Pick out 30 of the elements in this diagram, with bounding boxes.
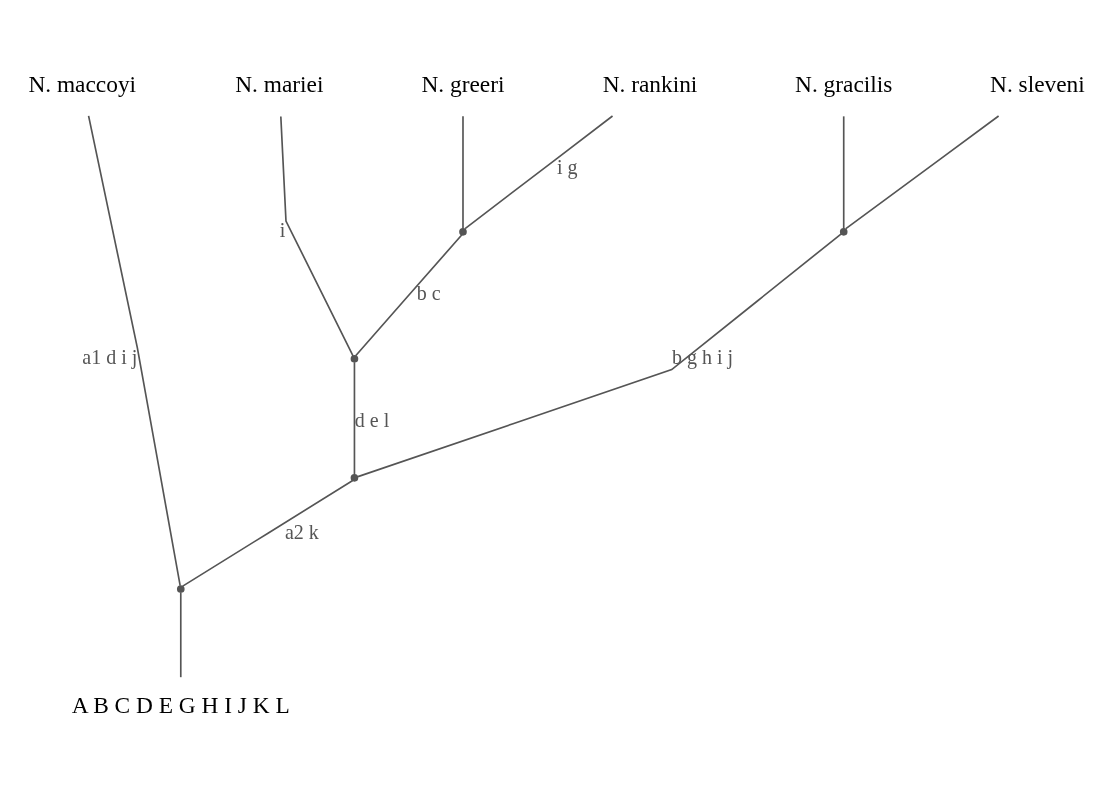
connector: [87, 114, 181, 586]
node-point: [350, 354, 359, 363]
connector: [357, 232, 843, 477]
edge-label: b c: [416, 281, 441, 304]
connector: [179, 591, 182, 678]
connector: [464, 114, 614, 229]
node-point: [839, 227, 848, 236]
node-text: N. maccoyi: [28, 70, 137, 97]
connector: [462, 115, 464, 229]
node-point: [350, 473, 359, 482]
node-text: A B C D E G H I J K L: [71, 691, 290, 718]
connector: [845, 114, 1000, 229]
connector: [181, 479, 354, 587]
edge-label: d e l: [354, 408, 390, 431]
edge-label: a2 k: [284, 520, 319, 543]
node-text: N. mariei: [235, 70, 324, 97]
node-point: [176, 584, 185, 593]
edge-label: b g h i j: [672, 345, 734, 368]
edge-label: i: [279, 218, 286, 241]
connector: [353, 360, 356, 475]
node-text: N. sleveni: [990, 70, 1085, 97]
node-text: N. gracilis: [795, 70, 893, 97]
edge-label: a1 d i j: [82, 345, 138, 368]
node-point: [459, 227, 467, 236]
node-text: N. greeri: [421, 70, 505, 97]
edge-label: i g: [557, 155, 578, 178]
node-text: N. rankini: [602, 70, 698, 97]
connector: [354, 233, 463, 357]
connector: [280, 115, 354, 357]
connector: [842, 115, 845, 229]
